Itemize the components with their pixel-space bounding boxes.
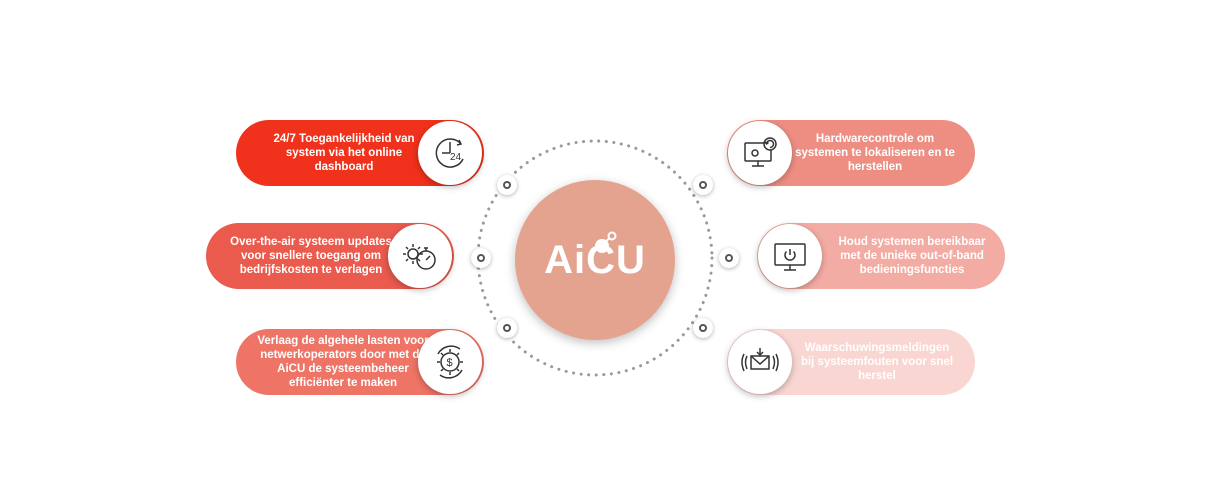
right-item-2-icon-badge [758,224,822,288]
right-item-2-text: Houd systemen bereikbaar met de unieke o… [838,236,986,276]
left-item-2-text: Over-the-air systeem updates voor snelle… [230,236,392,276]
svg-text:$: $ [447,357,453,369]
left-item-3-text: Verlaag de algehele lasten voor netwerko… [257,335,429,389]
right-item-3-icon-badge [728,330,792,394]
orbit-node-mid-left [471,248,491,268]
right-item-1-text: Hardwarecontrole om systemen te lokalise… [795,133,955,173]
orbit-node-top-left [497,175,517,195]
orbit-node-bottom-right [693,318,713,338]
orbit-node-bottom-left [497,318,517,338]
gear-stopwatch-icon [403,244,436,270]
right-item-1-icon-badge [728,121,792,185]
orbit-node-top-right [693,175,713,195]
hub-circle: AiCU [515,180,675,340]
logo-molecule-icon [589,231,617,256]
svg-text:24: 24 [450,152,462,163]
hub-logo: AiCU [544,237,646,282]
monitor-refresh-icon [744,137,777,167]
monitor-power-icon [774,243,806,271]
clock-24-icon: 24 [435,138,464,168]
left-item-2-icon-badge [388,224,452,288]
left-item-3-icon-badge: $ [418,330,482,394]
orbit-node-mid-right [719,248,739,268]
left-item-1-text: 24/7 Toegankelijkheid van system via het… [273,133,415,173]
left-item-1-icon-badge: 24 [418,121,482,185]
right-item-3-text: Waarschuwingsmeldingen bij systeemfouten… [800,342,954,382]
alert-mail-icon [741,348,779,372]
dollar-gear-icon: $ [437,345,463,379]
